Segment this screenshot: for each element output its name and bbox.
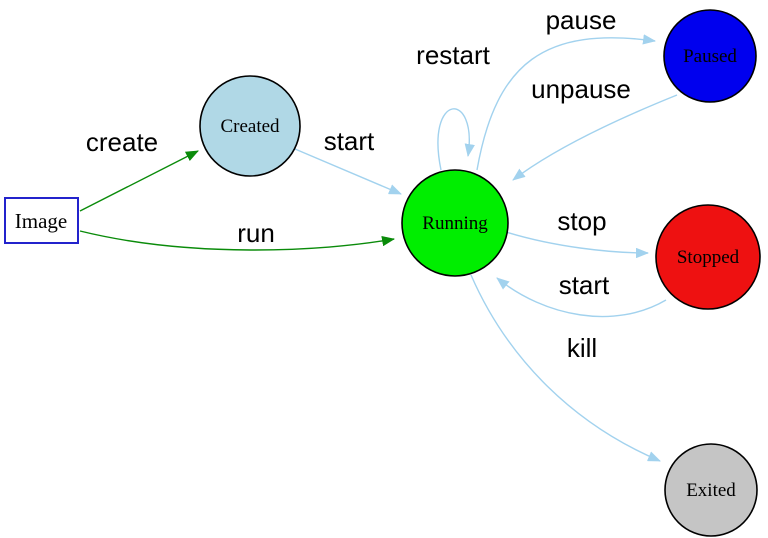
edge-start-stopped-line [496, 277, 667, 318]
edge-create: create [79, 127, 199, 212]
edge-unpause-label: unpause [531, 74, 631, 104]
edge-restart-label: restart [416, 40, 490, 70]
node-image-shape [4, 197, 79, 244]
edge-pause-line [476, 34, 657, 171]
node-exited-shape [664, 443, 758, 537]
node-paused: Paused [663, 9, 757, 103]
node-paused-shape [663, 9, 757, 103]
node-created: Created [199, 75, 301, 177]
edge-kill-label: kill [567, 333, 597, 363]
edge-run-label: run [237, 218, 275, 248]
edge-restart-line [437, 108, 475, 171]
edge-start-created-label: start [324, 126, 375, 156]
edge-kill-line [470, 274, 661, 462]
edge-unpause: unpause [512, 74, 678, 181]
node-exited-label: Exited [686, 480, 736, 501]
edge-stop-label: stop [557, 206, 606, 236]
node-created-shape [199, 75, 301, 177]
node-image-label: Image [15, 209, 67, 233]
edge-start-created-line [294, 148, 402, 195]
node-running: Running [401, 169, 509, 277]
node-paused-label: Paused [683, 46, 737, 67]
edge-pause-label: pause [546, 5, 617, 35]
edge-kill: kill [470, 274, 661, 462]
node-created-label: Created [220, 116, 280, 137]
node-exited: Exited [664, 443, 758, 537]
edge-stop-line [505, 231, 650, 259]
node-running-shape [401, 169, 509, 277]
edge-start-stopped: start [496, 270, 667, 318]
node-stopped: Stopped [655, 204, 761, 310]
node-running-label: Running [422, 213, 488, 234]
node-stopped-label: Stopped [677, 247, 740, 268]
edge-unpause-line [512, 94, 678, 181]
edge-stop: stop [505, 206, 650, 259]
edge-create-line [79, 150, 199, 212]
edge-pause: pause [476, 5, 657, 171]
edge-restart: restart [416, 40, 491, 171]
node-stopped-shape [655, 204, 761, 310]
edge-start-stopped-label: start [559, 270, 610, 300]
edge-start-created: start [294, 126, 402, 195]
edge-run-line [79, 230, 396, 251]
edge-create-label: create [86, 127, 158, 157]
node-image: Image [4, 197, 79, 244]
edge-run: run [79, 218, 396, 251]
